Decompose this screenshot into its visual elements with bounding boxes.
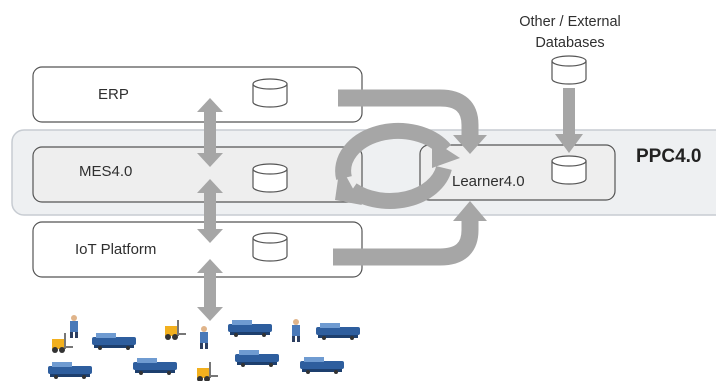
- worker-icon: [200, 326, 208, 349]
- erp-to-learner-arrow: [338, 89, 479, 140]
- forklift-icon: [197, 362, 218, 381]
- machine-icon: [316, 323, 360, 340]
- erp-box: [32, 66, 363, 123]
- external-db-arrow: [563, 88, 575, 138]
- erp-label: ERP: [98, 86, 129, 103]
- erp-mes-double-arrow: [197, 98, 223, 167]
- learner-database-icon: [551, 155, 587, 185]
- cycle-arrow-bottom: [347, 165, 452, 209]
- iot-label: IoT Platform: [75, 241, 157, 258]
- ppc-label: PPC4.0: [636, 146, 702, 167]
- worker-icon: [292, 319, 300, 342]
- shop-floor-icons: [48, 315, 360, 381]
- iot-shopfloor-double-arrow: [197, 259, 223, 321]
- forklift-icon: [52, 333, 73, 353]
- iot-to-learner-arrow: [333, 216, 479, 266]
- iot-database-icon: [252, 232, 288, 262]
- mes-iot-double-arrow: [197, 179, 223, 243]
- erp-to-learner-arrowhead: [453, 135, 487, 154]
- machine-icon: [228, 320, 272, 337]
- learner-label: Learner4.0: [452, 173, 525, 190]
- cycle-arrowhead-top: [432, 140, 460, 168]
- external-db-arrowhead: [555, 134, 583, 153]
- cycle-arrow-top: [335, 122, 452, 180]
- machine-icon: [235, 350, 279, 367]
- mes-database-icon: [252, 163, 288, 193]
- mes-label: MES4.0: [79, 163, 133, 180]
- external-databases-label: Other / External Databases: [500, 12, 640, 54]
- external-databases-line1: Other / External: [519, 14, 621, 30]
- forklift-icon: [165, 320, 186, 340]
- machine-icon: [133, 358, 177, 375]
- machine-icon: [92, 333, 136, 350]
- iot-to-learner-arrowhead: [453, 201, 487, 221]
- external-database-icon: [551, 55, 587, 85]
- external-databases-line2: Databases: [535, 35, 605, 51]
- machine-icon: [300, 357, 344, 374]
- cycle-arrowhead-bottom: [335, 165, 362, 205]
- erp-database-icon: [252, 78, 288, 108]
- worker-icon: [70, 315, 78, 338]
- machine-icon: [48, 362, 92, 379]
